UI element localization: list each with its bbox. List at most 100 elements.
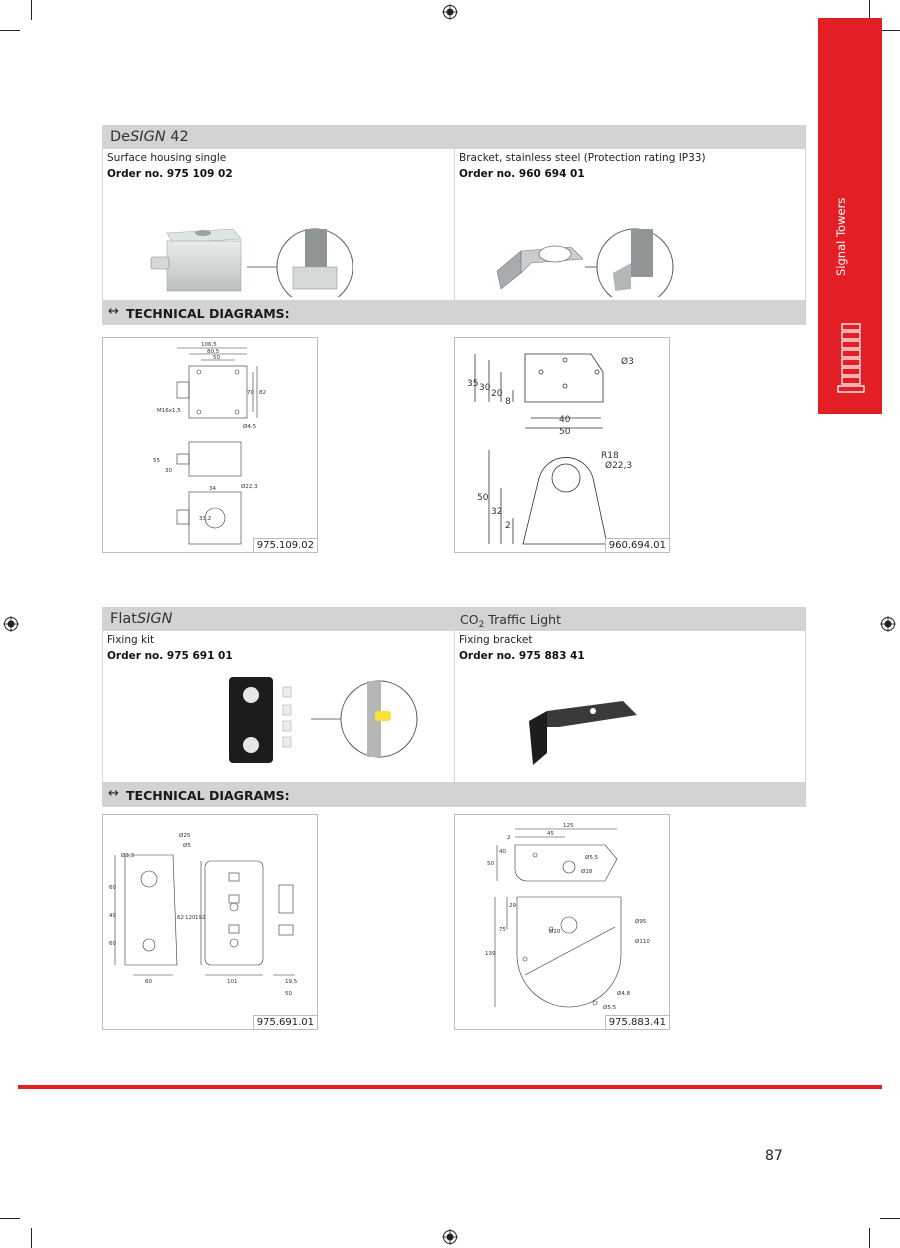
fixing-kit-image xyxy=(229,677,418,763)
product-section-flatsign: FlatSIGN CO2 Traffic Light Fixing kit Or… xyxy=(102,607,806,807)
surface-housing-image xyxy=(150,228,353,297)
dimension-label: 45 xyxy=(547,831,554,837)
dimension-label: Ø3,3 xyxy=(121,852,135,859)
registration-mark-icon xyxy=(3,616,19,632)
dimension-label: M16x1,5 xyxy=(157,408,181,414)
stainless-bracket-image xyxy=(496,228,674,297)
order-number: Order no. 975 691 01 xyxy=(107,650,233,662)
dimension-label: 75 xyxy=(499,927,506,933)
dimension-label: 55 xyxy=(153,458,160,464)
crop-mark xyxy=(869,0,870,20)
product-row: Fixing kit Order no. 975 691 01 Fixing b… xyxy=(102,631,806,783)
order-number: Order no. 975 883 41 xyxy=(459,650,585,662)
dimension-label: 50 xyxy=(285,991,292,997)
technical-diagrams-bar: ↔ TECHNICAL DIAGRAMS: xyxy=(102,301,806,325)
technical-diagram: Ø3 35 30 20 8 40 50 R18 Ø22,3 50 32 2 96… xyxy=(454,337,670,553)
dimension-label: 192 xyxy=(195,915,206,921)
technical-diagrams-label: TECHNICAL DIAGRAMS: xyxy=(126,306,290,321)
chapter-tab-label: Signal Towers xyxy=(834,197,848,276)
dimension-label: 2 xyxy=(505,521,511,531)
dimension-label: 60 xyxy=(109,941,116,947)
section-header: DeSIGN 42 xyxy=(102,125,806,149)
product-section-design42: DeSIGN 42 Surface housing single Order n… xyxy=(102,125,806,325)
page-number: 87 xyxy=(765,1148,783,1164)
crop-mark xyxy=(869,1228,870,1248)
section-title: DeSIGN 42 xyxy=(110,129,189,145)
product-row: Surface housing single Order no. 975 109… xyxy=(102,149,806,301)
registration-mark-icon xyxy=(880,616,896,632)
registration-mark-icon xyxy=(442,1229,458,1245)
dimension-label: 70 xyxy=(247,390,254,396)
signal-tower-icon xyxy=(837,323,865,393)
dimension-label: Ø5,5 xyxy=(585,854,599,861)
dimension-label: 33,2 xyxy=(199,516,211,522)
chapter-side-tab: Signal Towers xyxy=(818,18,882,414)
dimension-label: Ø110 xyxy=(635,938,650,945)
diagram-code: 960.694.01 xyxy=(604,538,669,552)
product-description: Surface housing single xyxy=(107,152,227,164)
dimension-label: Ø95 xyxy=(635,918,647,925)
footer-rule xyxy=(18,1085,882,1089)
diagram-code: 975.691.01 xyxy=(252,1015,317,1029)
dimension-label: Ø5 xyxy=(183,842,191,849)
dimension-label: Ø4,8 xyxy=(617,990,631,997)
product-description: Fixing bracket xyxy=(459,634,533,646)
crop-mark xyxy=(0,30,20,31)
diagram-code: 975.883.41 xyxy=(604,1015,669,1029)
crop-mark xyxy=(880,30,900,31)
dimension-label: Ø4,5 xyxy=(243,423,257,430)
fixing-bracket-image xyxy=(529,701,637,765)
dimension-label: 82 xyxy=(259,390,266,396)
product-cell: Surface housing single Order no. 975 109… xyxy=(103,149,455,301)
product-cell: Fixing kit Order no. 975 691 01 xyxy=(103,631,455,783)
dimension-label: 60 xyxy=(145,979,152,985)
dimension-label: 32 xyxy=(491,507,502,517)
dimension-label: 50 xyxy=(559,427,571,437)
section-header: FlatSIGN CO2 Traffic Light xyxy=(102,607,806,631)
dimension-label: 8 xyxy=(505,397,511,407)
dimension-label: 120 xyxy=(185,915,196,921)
product-cell: Fixing bracket Order no. 975 883 41 xyxy=(455,631,805,783)
dimension-label: 30 xyxy=(479,383,491,393)
dimension-label: 20 xyxy=(491,389,503,399)
product-description: Bracket, stainless steel (Protection rat… xyxy=(459,152,706,164)
product-cell: Bracket, stainless steel (Protection rat… xyxy=(455,149,805,301)
dimension-label: 40 xyxy=(559,415,571,425)
dimension-label: 62 xyxy=(177,915,184,921)
dimension-label: Ø22,3 xyxy=(605,460,632,471)
crop-mark xyxy=(880,1218,900,1219)
crop-mark xyxy=(31,1228,32,1248)
section-title: FlatSIGN xyxy=(110,611,173,627)
dimension-label: 50 xyxy=(477,493,489,503)
double-arrow-icon: ↔ xyxy=(108,304,119,319)
registration-mark-icon xyxy=(442,4,458,20)
technical-diagrams-label: TECHNICAL DIAGRAMS: xyxy=(126,788,290,803)
dimension-label: 60 xyxy=(109,885,116,891)
dimension-label: Ø25 xyxy=(179,832,191,839)
technical-diagram: Ø25 Ø5 Ø3,3 60 40 60 62 120 192 60 101 1… xyxy=(102,814,318,1030)
technical-diagram: 106,5 80,5 50 70 82 M16x1,5 Ø4,5 55 30 3… xyxy=(102,337,318,553)
dimension-label: 30 xyxy=(165,468,172,474)
dimension-label: Ø5,5 xyxy=(603,1004,617,1011)
dimension-label: 34 xyxy=(209,486,216,492)
diagram-code: 975.109.02 xyxy=(252,538,317,552)
dimension-label: 40 xyxy=(109,913,116,919)
crop-mark xyxy=(0,1218,20,1219)
crop-mark xyxy=(31,0,32,20)
dimension-label: 50 xyxy=(213,355,220,361)
dimension-label: 2 xyxy=(507,835,511,841)
order-number: Order no. 960 694 01 xyxy=(459,168,585,180)
order-number: Order no. 975 109 02 xyxy=(107,168,233,180)
dimension-label: 35 xyxy=(467,379,478,389)
dimension-label: 29 xyxy=(509,903,516,909)
dimension-label: Ø20 xyxy=(549,928,561,935)
dimension-label: 101 xyxy=(227,979,238,985)
dimension-label: Ø3 xyxy=(621,356,634,367)
product-description: Fixing kit xyxy=(107,634,155,646)
dimension-label: 80,5 xyxy=(207,349,220,355)
dimension-label: 125 xyxy=(563,823,574,829)
dimension-label: 40 xyxy=(499,849,506,855)
dimension-label: 19,5 xyxy=(285,979,298,985)
double-arrow-icon: ↔ xyxy=(108,786,119,801)
dimension-label: 50 xyxy=(487,861,494,867)
